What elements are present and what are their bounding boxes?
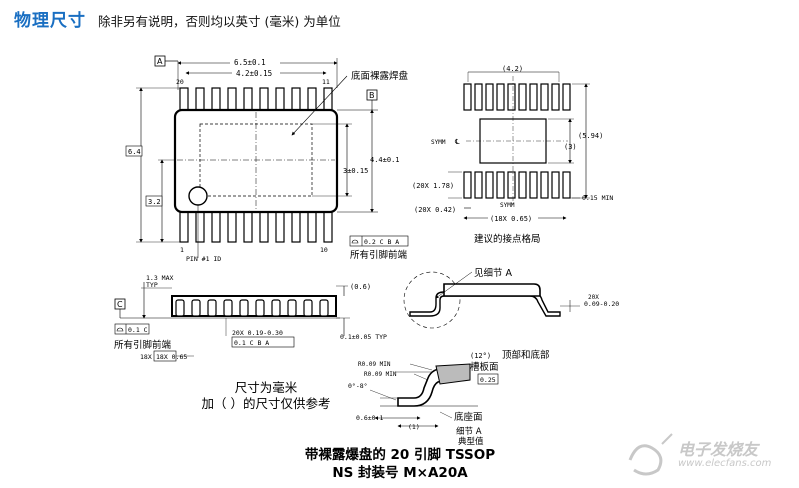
upper-leads [179,87,333,111]
watermark-url: www.elecfans.com [678,458,772,469]
lp-pad-width: (20X 0.42) [414,206,456,214]
side-lead-tol-frame [231,336,295,348]
detail-a-label: 细节 A [456,426,482,437]
top-bottom-label: 顶部和底部 [502,349,550,361]
lp-pad-height: (3) [564,143,577,151]
see-detail-label: 见细节 A [474,267,513,279]
pin1-marker [188,186,208,206]
side-typ: TYP [146,281,158,289]
dim-width-outer: 6.5±0.1 [234,58,266,67]
lp-symm-h: SYMM [431,139,446,146]
datum-b: B [369,91,375,100]
lp-top-pads [463,83,571,111]
lp-bottom-pads [463,171,571,199]
all-leads-tips-top: 所有引脚前端 [350,249,408,261]
units-note-header: 除非另有说明，否则均以英寸 (毫米) 为单位 [98,14,341,29]
package-caption: 带裸露爆盘的 20 引脚 TSSOP NS 封装号 M×A20A [250,446,550,482]
lp-top-dim: (4.2) [502,65,523,73]
gauge-value: 0.25 [480,376,496,384]
detail-foot: 0.6±0.1 [356,414,383,422]
pin-10-label: 10 [320,246,328,254]
side-pitch: 18X 0.65 [156,353,187,361]
watermark-brand: 电子发烧友 [678,440,759,459]
detail-angle: 0°-8° [348,382,368,390]
side-coplanarity: 0.1±0.05 TYP [340,333,387,341]
lead-detail-a: (12°) 顶部和底部 R0.09 MIN R0.09 MIN 槽板面 0.25… [348,349,550,447]
land-pattern: (4.2) SYMM ℄ (5.94) (3) [412,65,613,245]
tolerance-value: 0.2 C B A [364,238,399,246]
dim-pad-height: 3±0.15 [343,167,368,175]
detail-r2: R0.09 MIN [364,371,397,378]
side-tol-value: 0.1 C [128,326,148,334]
detail-angle-top: (12°) [470,352,491,360]
side-lead-tol: 0.1 C B A [234,339,269,347]
detail-thickness: 0.09-0.20 [584,300,619,308]
gauge-plane-label: 槽板面 [470,361,499,373]
watermark: 电子发烧友 www.elecfans.com [620,430,790,480]
page-header: 物理尺寸 除非另有说明，否则均以英寸 (毫米) 为单位 [14,6,341,32]
lp-min-space: 0.15 MIN [582,194,613,202]
dim-half-height: 3.2 [148,198,161,206]
side-tol-frame [114,323,150,335]
svg-text:℄: ℄ [455,138,460,146]
detail-foot-len: (1) [408,423,420,431]
pin1-id-label: PIN #1 ID [186,255,221,263]
exposed-pad-label: 底面裸露焊盘 [351,70,409,82]
units-note: 尺寸为毫米 加（ ）的尺寸仅供参考 [196,380,336,412]
lp-symm-v: SYMM [500,202,515,209]
lp-pad-count-width: (20X 1.78) [412,182,454,190]
detail-r1: R0.09 MIN [358,361,391,368]
lp-pitch: (18X 0.65) [490,215,532,223]
side-view: 1.3 MAX TYP C 0.1 C 所有引脚前端 18X 18X 0.65 … [114,274,387,362]
tolerance-frame [349,235,409,247]
detail-section: 见细节 A 20X 0.09-0.20 [403,267,619,329]
datum-c: C [117,300,123,309]
side-max-height: 1.3 MAX [146,274,173,282]
side-standoff: (0.6) [350,283,371,291]
pin-1-label: 1 [180,246,184,254]
side-lead-width: 20X 0.19-0.30 [232,329,283,337]
dim-body-height: 4.4±0.1 [370,156,400,164]
pin-20-label: 20 [176,78,184,86]
top-view: A 6.5±0.1 4.2±0.15 20 11 [125,55,409,263]
watermark-logo-icon [628,433,673,476]
typical-label: 典型值 [458,436,484,447]
svg-text:18X: 18X [140,353,152,361]
side-leads [175,299,329,317]
dim-total-height: 6.4 [128,148,141,156]
units-note-line1: 尺寸为毫米 [234,380,298,395]
lp-total-height: (5.94) [578,132,603,140]
dim-width-inner: 4.2±0.15 [236,69,272,78]
lower-leads [179,211,333,243]
datum-a: A [157,57,163,66]
land-pattern-title: 建议的接点格局 [474,233,541,245]
caption-line2: NS 封装号 M×A20A [332,465,468,481]
seating-plane-label: 底座面 [454,411,483,423]
all-leads-tips-side: 所有引脚前端 [114,339,172,351]
detail-lead-count: 20X [588,294,599,301]
caption-line1: 带裸露爆盘的 20 引脚 TSSOP [304,447,496,463]
section-title: 物理尺寸 [14,11,86,31]
units-note-line2: 加（ ）的尺寸仅供参考 [201,396,331,411]
pin-11-label: 11 [322,78,330,86]
